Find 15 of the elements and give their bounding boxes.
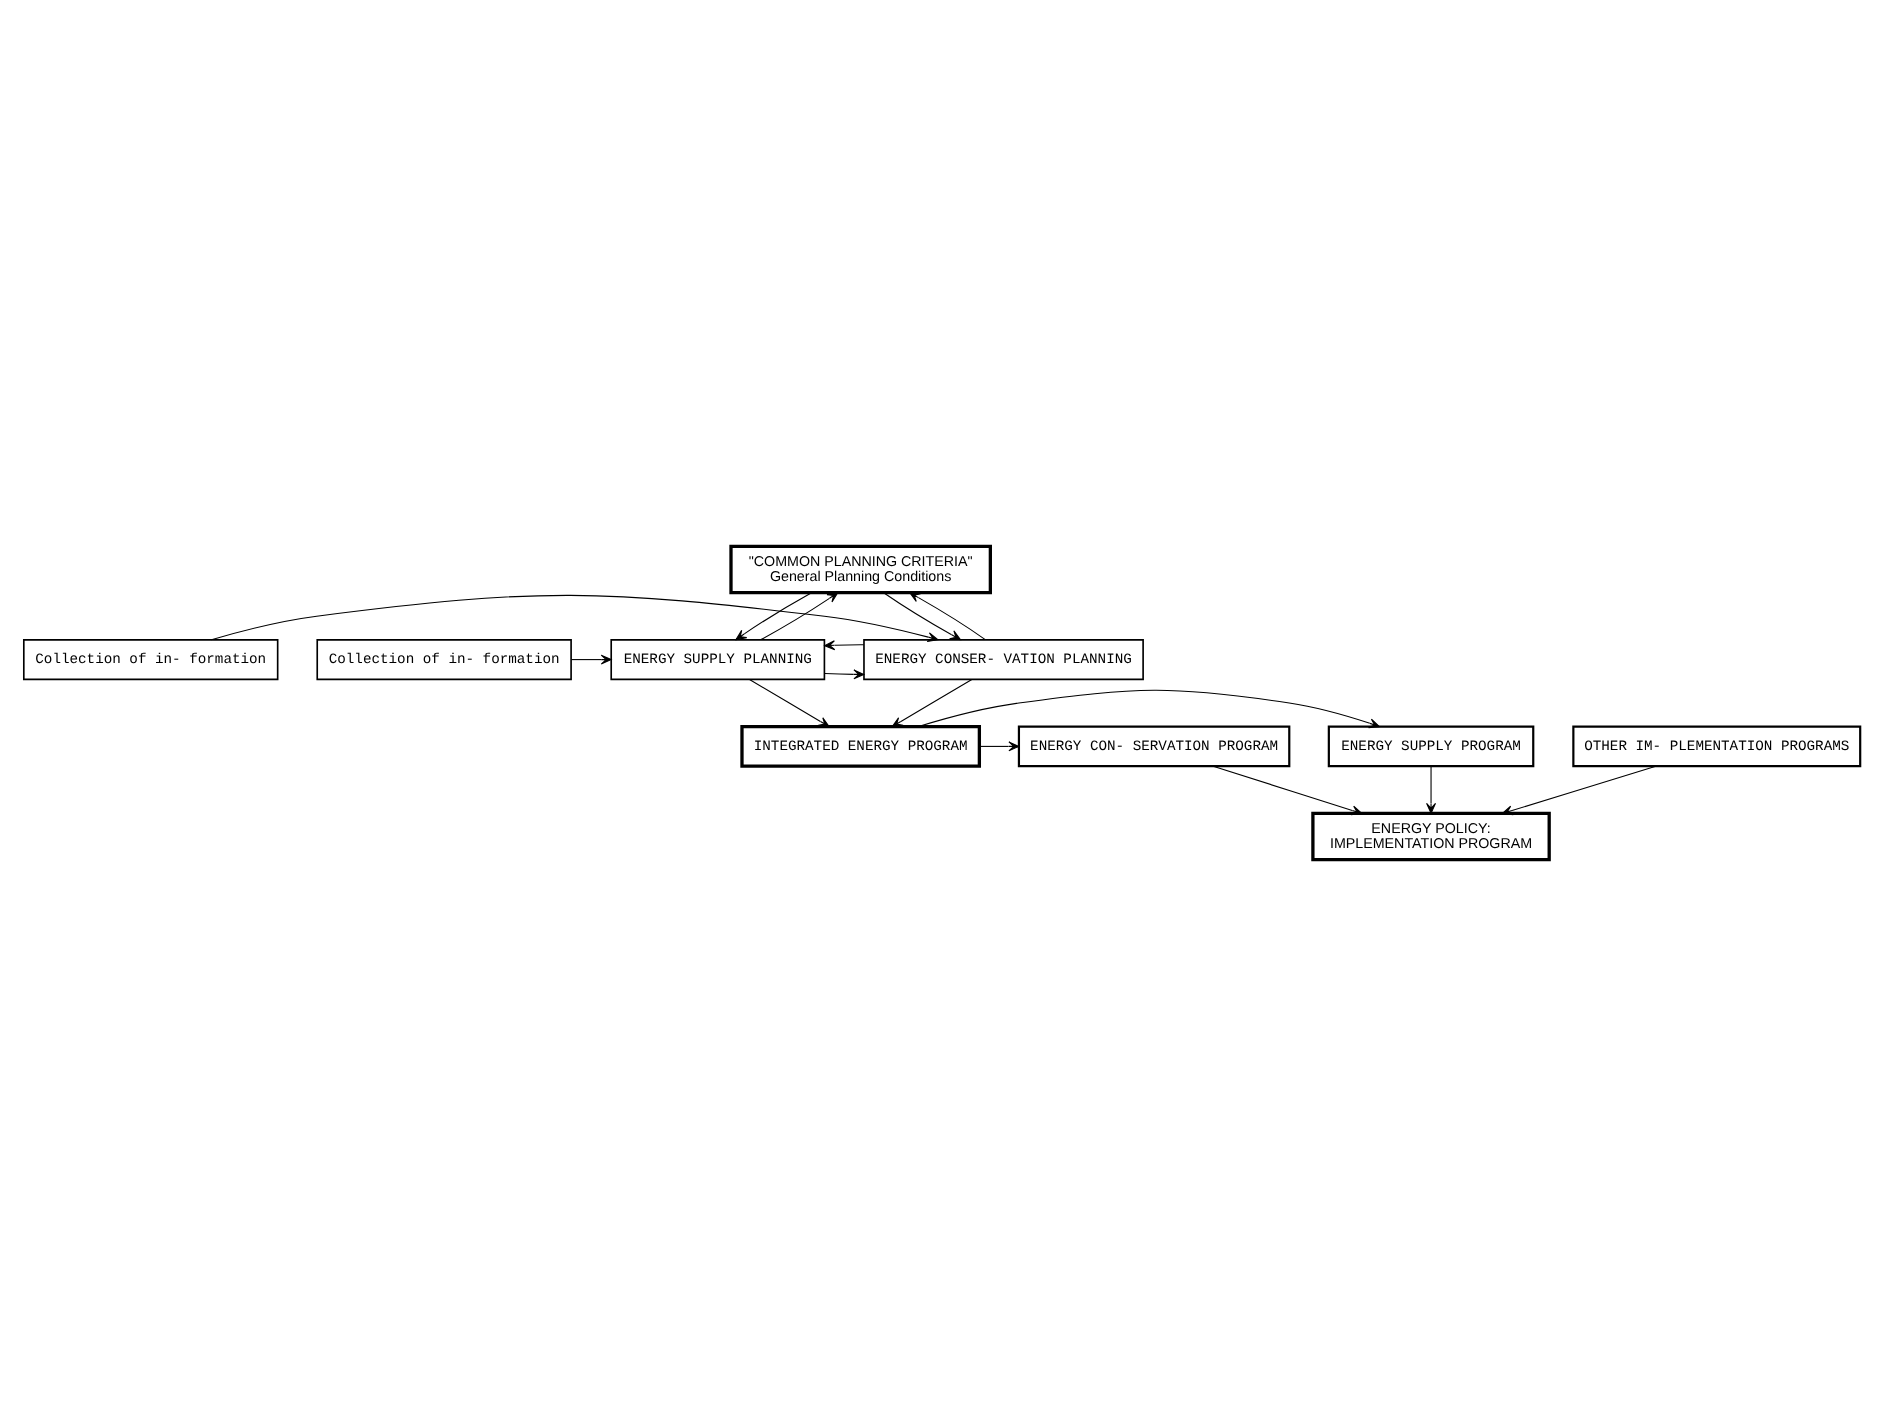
arrow: [1426, 765, 1437, 813]
arrow: [891, 677, 973, 727]
arrow: [735, 591, 813, 640]
arrow: [824, 668, 865, 679]
arrow: [1501, 764, 1657, 815]
arrow: [979, 740, 1020, 751]
arrow: [909, 591, 986, 640]
arrow: [760, 591, 839, 640]
arrow: [748, 677, 830, 727]
arrow: [918, 688, 1380, 728]
arrow: [824, 639, 865, 650]
arrow: [883, 591, 961, 640]
arrow: [1212, 764, 1363, 815]
arrow: [570, 653, 612, 664]
arrow: [210, 593, 939, 641]
